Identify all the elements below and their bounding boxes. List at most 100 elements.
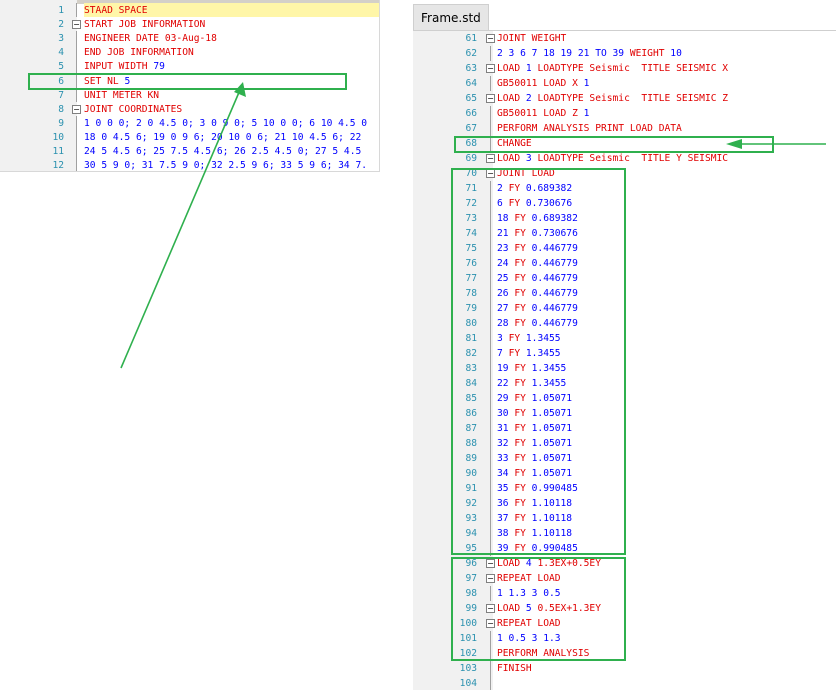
right-line-61[interactable]: 61−JOINT WEIGHT <box>413 31 836 46</box>
minus-fold-icon[interactable]: − <box>72 104 81 114</box>
code-text[interactable]: 35 FY 0.990485 <box>497 481 578 496</box>
minus-fold-icon[interactable]: − <box>486 94 495 103</box>
code-text[interactable]: 29 FY 1.05071 <box>497 391 572 406</box>
minus-fold-icon[interactable]: − <box>486 619 495 628</box>
minus-fold-icon[interactable]: − <box>486 64 495 73</box>
code-text[interactable]: PERFORM ANALYSIS PRINT LOAD DATA <box>497 121 682 136</box>
code-text[interactable]: 6 FY 0.730676 <box>497 196 572 211</box>
code-text[interactable]: 18 FY 0.689382 <box>497 211 578 226</box>
right-line-69[interactable]: 69−LOAD 3 LOADTYPE Seismic TITLE Y SEISM… <box>413 151 836 166</box>
code-text[interactable]: 34 FY 1.05071 <box>497 466 572 481</box>
code-text[interactable]: 18 0 4.5 6; 19 0 9 6; 20 10 0 6; 21 10 4… <box>84 130 361 145</box>
tab-frame-std[interactable]: Frame.std <box>413 4 489 31</box>
code-text[interactable]: LOAD 2 LOADTYPE Seismic TITLE SEISMIC Z <box>497 91 728 106</box>
code-text[interactable]: 26 FY 0.446779 <box>497 286 578 301</box>
code-text[interactable]: 21 FY 0.730676 <box>497 226 578 241</box>
minus-fold-icon[interactable]: − <box>486 574 495 583</box>
right-line-63[interactable]: 63−LOAD 1 LOADTYPE Seismic TITLE SEISMIC… <box>413 61 836 76</box>
code-text[interactable]: PERFORM ANALYSIS <box>497 646 589 661</box>
code-text[interactable]: REPEAT LOAD <box>497 571 561 586</box>
code-text[interactable]: 27 FY 0.446779 <box>497 301 578 316</box>
code-text[interactable]: UNIT METER KN <box>84 88 159 103</box>
code-text[interactable]: SET NL 5 <box>84 74 130 89</box>
code-text[interactable]: 22 FY 1.3455 <box>497 376 566 391</box>
right-line-104[interactable]: 104 <box>413 676 836 690</box>
minus-fold-icon[interactable]: − <box>486 34 495 43</box>
code-text[interactable]: 31 FY 1.05071 <box>497 421 572 436</box>
code-text[interactable]: 37 FY 1.10118 <box>497 511 572 526</box>
minus-fold-icon[interactable]: − <box>72 20 81 30</box>
code-text[interactable]: JOINT LOAD <box>497 166 555 181</box>
code-text[interactable]: 1 1.3 3 0.5 <box>497 586 561 601</box>
code-text[interactable]: LOAD 1 LOADTYPE Seismic TITLE SEISMIC X <box>497 61 728 76</box>
code-text[interactable]: 24 FY 0.446779 <box>497 256 578 271</box>
code-text[interactable]: JOINT COORDINATES <box>84 102 182 117</box>
right-line-100[interactable]: 100−REPEAT LOAD <box>413 616 836 631</box>
minus-fold-icon[interactable]: − <box>486 559 495 568</box>
right-line-96[interactable]: 96−LOAD 4 1.3EX+0.5EY <box>413 556 836 571</box>
code-text[interactable]: LOAD 4 1.3EX+0.5EY <box>497 556 601 571</box>
code-text[interactable]: 38 FY 1.10118 <box>497 526 572 541</box>
code-text[interactable]: STAAD SPACE <box>84 3 148 18</box>
code-text[interactable]: GB50011 LOAD X 1 <box>497 76 589 91</box>
code-text[interactable]: CHANGE <box>497 136 532 151</box>
code-text[interactable]: 33 FY 1.05071 <box>497 451 572 466</box>
code-text[interactable]: 36 FY 1.10118 <box>497 496 572 511</box>
code-text[interactable]: 30 5 9 0; 31 7.5 9 0; 32 2.5 9 6; 33 5 9… <box>84 158 367 171</box>
code-text[interactable]: 39 FY 0.990485 <box>497 541 578 556</box>
code-text[interactable]: START JOB INFORMATION <box>84 17 205 32</box>
right-line-65[interactable]: 65−LOAD 2 LOADTYPE Seismic TITLE SEISMIC… <box>413 91 836 106</box>
code-text[interactable]: 30 FY 1.05071 <box>497 406 572 421</box>
code-text[interactable]: 24 5 4.5 6; 25 7.5 4.5 6; 26 2.5 4.5 0; … <box>84 144 361 159</box>
code-text[interactable]: REPEAT LOAD <box>497 616 561 631</box>
code-text[interactable]: 23 FY 0.446779 <box>497 241 578 256</box>
code-text[interactable]: 3 FY 1.3455 <box>497 331 561 346</box>
code-text[interactable]: 7 FY 1.3455 <box>497 346 561 361</box>
minus-fold-icon[interactable]: − <box>486 604 495 613</box>
code-text[interactable]: INPUT WIDTH 79 <box>84 59 165 74</box>
code-text[interactable]: LOAD 3 LOADTYPE Seismic TITLE Y SEISMIC <box>497 151 728 166</box>
code-text[interactable]: 32 FY 1.05071 <box>497 436 572 451</box>
minus-fold-icon[interactable]: − <box>486 154 495 163</box>
code-text[interactable]: JOINT WEIGHT <box>497 31 566 46</box>
code-text[interactable]: 28 FY 0.446779 <box>497 316 578 331</box>
